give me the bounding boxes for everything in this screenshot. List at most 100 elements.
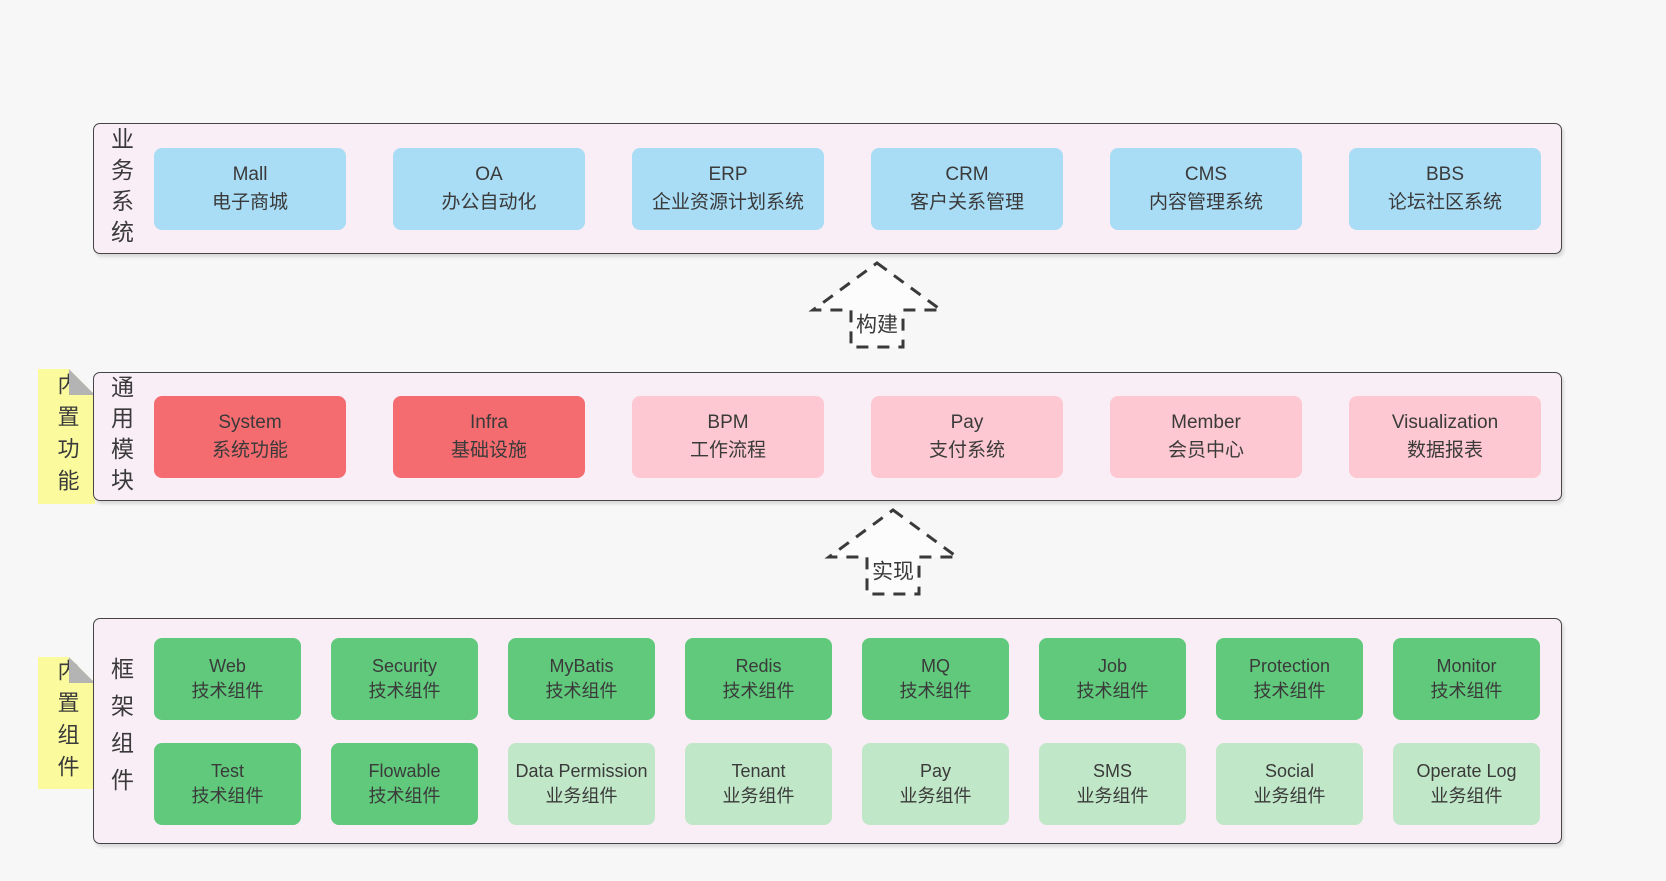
tech-components-row: Web 技术组件 Security 技术组件 MyBatis 技术组件 Redi… xyxy=(154,637,1543,720)
box-tenant-desc: 业务组件 xyxy=(722,785,795,806)
box-bpm-name: BPM xyxy=(707,411,749,433)
framework-components-label-strip: 框架组件 xyxy=(94,619,146,843)
box-tenant-name: Tenant xyxy=(731,761,786,782)
box-bpm-desc: 工作流程 xyxy=(689,439,766,461)
box-web-desc: 技术组件 xyxy=(191,680,264,701)
box-mybatis-name: MyBatis xyxy=(549,656,614,677)
business-systems-label: 业务系统 xyxy=(107,126,134,251)
box-member-name: Member xyxy=(1171,411,1241,433)
box-erp-name: ERP xyxy=(708,163,748,185)
box-bbs-name: BBS xyxy=(1425,163,1465,185)
box-system-desc: 系统功能 xyxy=(211,439,288,461)
build-arrow-shape xyxy=(808,261,946,349)
box-mall-name: Mall xyxy=(232,163,268,185)
build-arrow-label: 构建 xyxy=(856,314,898,337)
box-social-desc: 业务组件 xyxy=(1253,785,1326,806)
box-mall-desc: 电子商城 xyxy=(211,191,288,213)
box-oa: OA 办公自动化 xyxy=(393,147,585,230)
box-web: Web 技术组件 xyxy=(154,637,301,720)
box-erp: ERP 企业资源计划系统 xyxy=(632,147,824,230)
box-test-desc: 技术组件 xyxy=(191,785,264,806)
implement-arrow: 实现 xyxy=(824,508,962,596)
box-visualization-desc: 数据报表 xyxy=(1406,439,1483,461)
box-security-desc: 技术组件 xyxy=(368,680,441,701)
box-protection-name: Protection xyxy=(1248,656,1331,677)
implement-arrow-shape xyxy=(824,508,962,596)
builtin-components-note: 内置组件 xyxy=(38,657,95,789)
box-infra: Infra 基础设施 xyxy=(393,395,585,478)
box-infra-desc: 基础设施 xyxy=(450,439,527,461)
common-modules-label: 通用模块 xyxy=(107,374,134,499)
box-pay-component-name: Pay xyxy=(919,761,952,782)
box-mq-desc: 技术组件 xyxy=(899,680,972,701)
framework-components-rows: Web 技术组件 Security 技术组件 MyBatis 技术组件 Redi… xyxy=(146,619,1561,843)
common-modules-label-strip: 通用模块 xyxy=(94,373,146,500)
box-erp-desc: 企业资源计划系统 xyxy=(651,191,804,213)
build-arrow: 构建 xyxy=(808,261,946,349)
implement-arrow-label: 实现 xyxy=(872,561,914,584)
box-security: Security 技术组件 xyxy=(331,637,478,720)
box-data-permission: Data Permission 业务组件 xyxy=(508,742,655,825)
box-operate-log-name: Operate Log xyxy=(1416,761,1517,782)
box-bbs-desc: 论坛社区系统 xyxy=(1387,191,1502,213)
box-data-permission-name: Data Permission xyxy=(515,761,648,782)
box-visualization: Visualization 数据报表 xyxy=(1349,395,1541,478)
box-visualization-name: Visualization xyxy=(1391,411,1499,433)
box-job-name: Job xyxy=(1097,656,1128,677)
box-operate-log: Operate Log 业务组件 xyxy=(1393,742,1540,825)
note-fold-corner-icon xyxy=(69,657,95,683)
box-flowable-desc: 技术组件 xyxy=(368,785,441,806)
box-cms: CMS 内容管理系统 xyxy=(1110,147,1302,230)
box-protection-desc: 技术组件 xyxy=(1253,680,1326,701)
box-protection: Protection 技术组件 xyxy=(1216,637,1363,720)
box-sms-name: SMS xyxy=(1092,761,1132,782)
framework-components-panel: 框架组件 Web 技术组件 Security 技术组件 MyBatis 技术组件… xyxy=(93,618,1562,844)
business-systems-boxes: Mall 电子商城 OA 办公自动化 ERP 企业资源计划系统 CRM 客户关系… xyxy=(146,124,1561,253)
box-mq-name: MQ xyxy=(921,656,950,677)
builtin-functions-note: 内置功能 xyxy=(38,369,95,504)
box-cms-desc: 内容管理系统 xyxy=(1148,191,1263,213)
box-pay-component-desc: 业务组件 xyxy=(899,785,972,806)
box-monitor: Monitor 技术组件 xyxy=(1393,637,1540,720)
box-oa-name: OA xyxy=(475,163,503,185)
box-social: Social 业务组件 xyxy=(1216,742,1363,825)
box-system-name: System xyxy=(218,411,282,433)
box-job-desc: 技术组件 xyxy=(1076,680,1149,701)
box-pay-module-desc: 支付系统 xyxy=(928,439,1005,461)
box-system: System 系统功能 xyxy=(154,395,346,478)
box-crm-name: CRM xyxy=(945,163,989,185)
box-bpm: BPM 工作流程 xyxy=(632,395,824,478)
box-pay-component: Pay 业务组件 xyxy=(862,742,1009,825)
box-infra-name: Infra xyxy=(469,411,509,433)
box-operate-log-desc: 业务组件 xyxy=(1430,785,1503,806)
box-pay-module: Pay 支付系统 xyxy=(871,395,1063,478)
box-data-permission-desc: 业务组件 xyxy=(545,785,618,806)
framework-components-label: 框架组件 xyxy=(107,657,134,805)
box-monitor-name: Monitor xyxy=(1436,656,1497,677)
box-crm-desc: 客户关系管理 xyxy=(909,191,1024,213)
business-systems-label-strip: 业务系统 xyxy=(94,124,146,253)
box-mybatis-desc: 技术组件 xyxy=(545,680,618,701)
box-crm: CRM 客户关系管理 xyxy=(871,147,1063,230)
box-tenant: Tenant 业务组件 xyxy=(685,742,832,825)
box-member: Member 会员中心 xyxy=(1110,395,1302,478)
box-job: Job 技术组件 xyxy=(1039,637,1186,720)
box-mq: MQ 技术组件 xyxy=(862,637,1009,720)
box-mall: Mall 电子商城 xyxy=(154,147,346,230)
business-systems-panel: 业务系统 Mall 电子商城 OA 办公自动化 ERP 企业资源计划系统 CRM… xyxy=(93,123,1562,254)
box-cms-name: CMS xyxy=(1184,163,1228,185)
box-member-desc: 会员中心 xyxy=(1167,439,1244,461)
box-redis: Redis 技术组件 xyxy=(685,637,832,720)
box-sms: SMS 业务组件 xyxy=(1039,742,1186,825)
box-social-name: Social xyxy=(1264,761,1315,782)
box-pay-module-name: Pay xyxy=(950,411,984,433)
box-flowable: Flowable 技术组件 xyxy=(331,742,478,825)
box-monitor-desc: 技术组件 xyxy=(1430,680,1503,701)
box-redis-desc: 技术组件 xyxy=(722,680,795,701)
box-oa-desc: 办公自动化 xyxy=(441,191,537,213)
biz-components-row: Test 技术组件 Flowable 技术组件 Data Permission … xyxy=(154,742,1543,825)
common-modules-panel: 通用模块 System 系统功能 Infra 基础设施 BPM 工作流程 Pay… xyxy=(93,372,1562,501)
box-security-name: Security xyxy=(371,656,438,677)
box-web-name: Web xyxy=(209,656,246,677)
box-redis-name: Redis xyxy=(735,656,782,677)
